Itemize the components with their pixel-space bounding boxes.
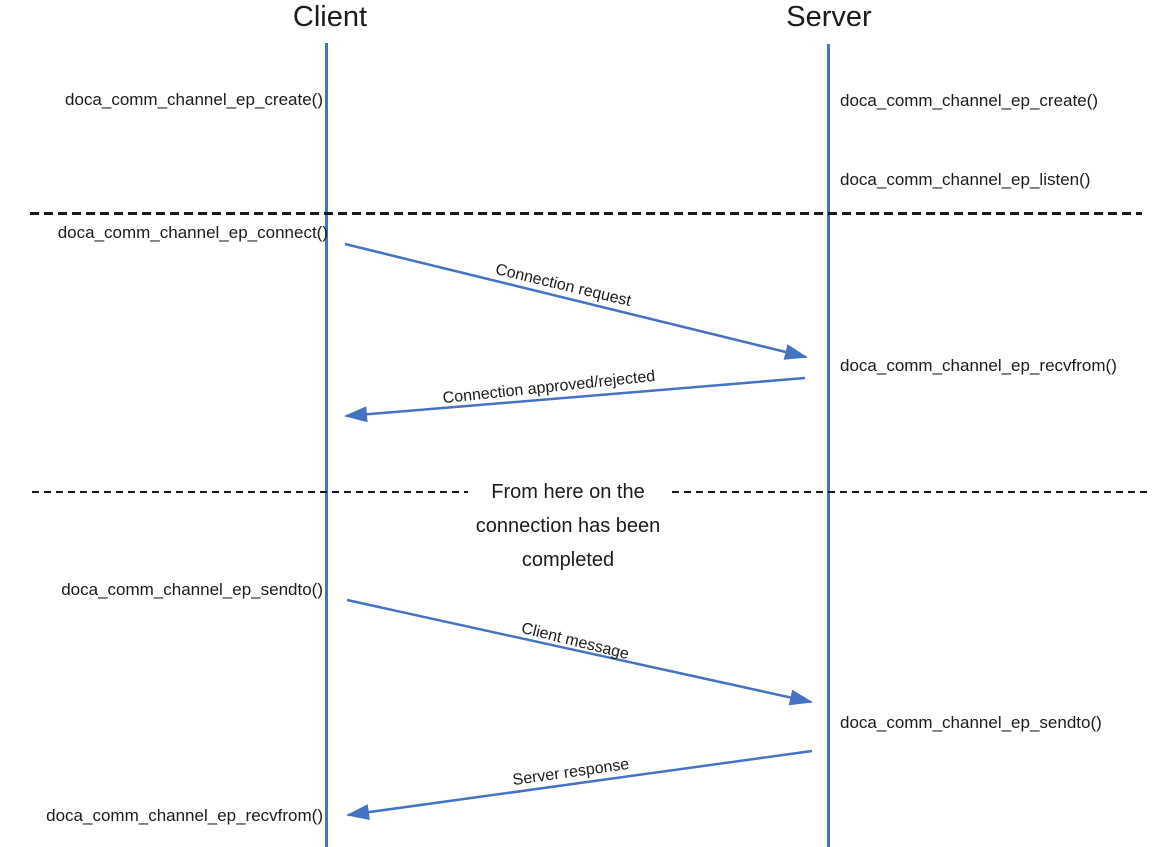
client-call-ep-sendto: doca_comm_channel_ep_sendto() xyxy=(61,580,323,599)
note-line-2: connection has been xyxy=(475,515,661,537)
arrow-connection-approved-rejected xyxy=(344,376,806,423)
client-call-ep-create: doca_comm_channel_ep_create() xyxy=(65,90,323,109)
arrow-server-response xyxy=(346,749,813,821)
note-line-3: completed xyxy=(521,549,615,571)
arrow-connection-request xyxy=(344,242,808,360)
server-call-ep-listen: doca_comm_channel_ep_listen() xyxy=(840,170,1091,189)
server-call-ep-sendto: doca_comm_channel_ep_sendto() xyxy=(840,713,1102,732)
server-call-ep-recvfrom: doca_comm_channel_ep_recvfrom() xyxy=(840,356,1117,375)
server-call-ep-create: doca_comm_channel_ep_create() xyxy=(840,91,1098,110)
client-lane-title: Client xyxy=(292,1,368,33)
connection-completed-note: From here on the connection has been com… xyxy=(368,475,768,577)
note-line-1: From here on the xyxy=(491,481,645,503)
client-call-ep-recvfrom: doca_comm_channel_ep_recvfrom() xyxy=(46,806,323,825)
server-lane-title: Server xyxy=(786,1,872,33)
arrow-client-message xyxy=(346,598,813,706)
client-call-ep-connect: doca_comm_channel_ep_connect() xyxy=(57,223,328,242)
